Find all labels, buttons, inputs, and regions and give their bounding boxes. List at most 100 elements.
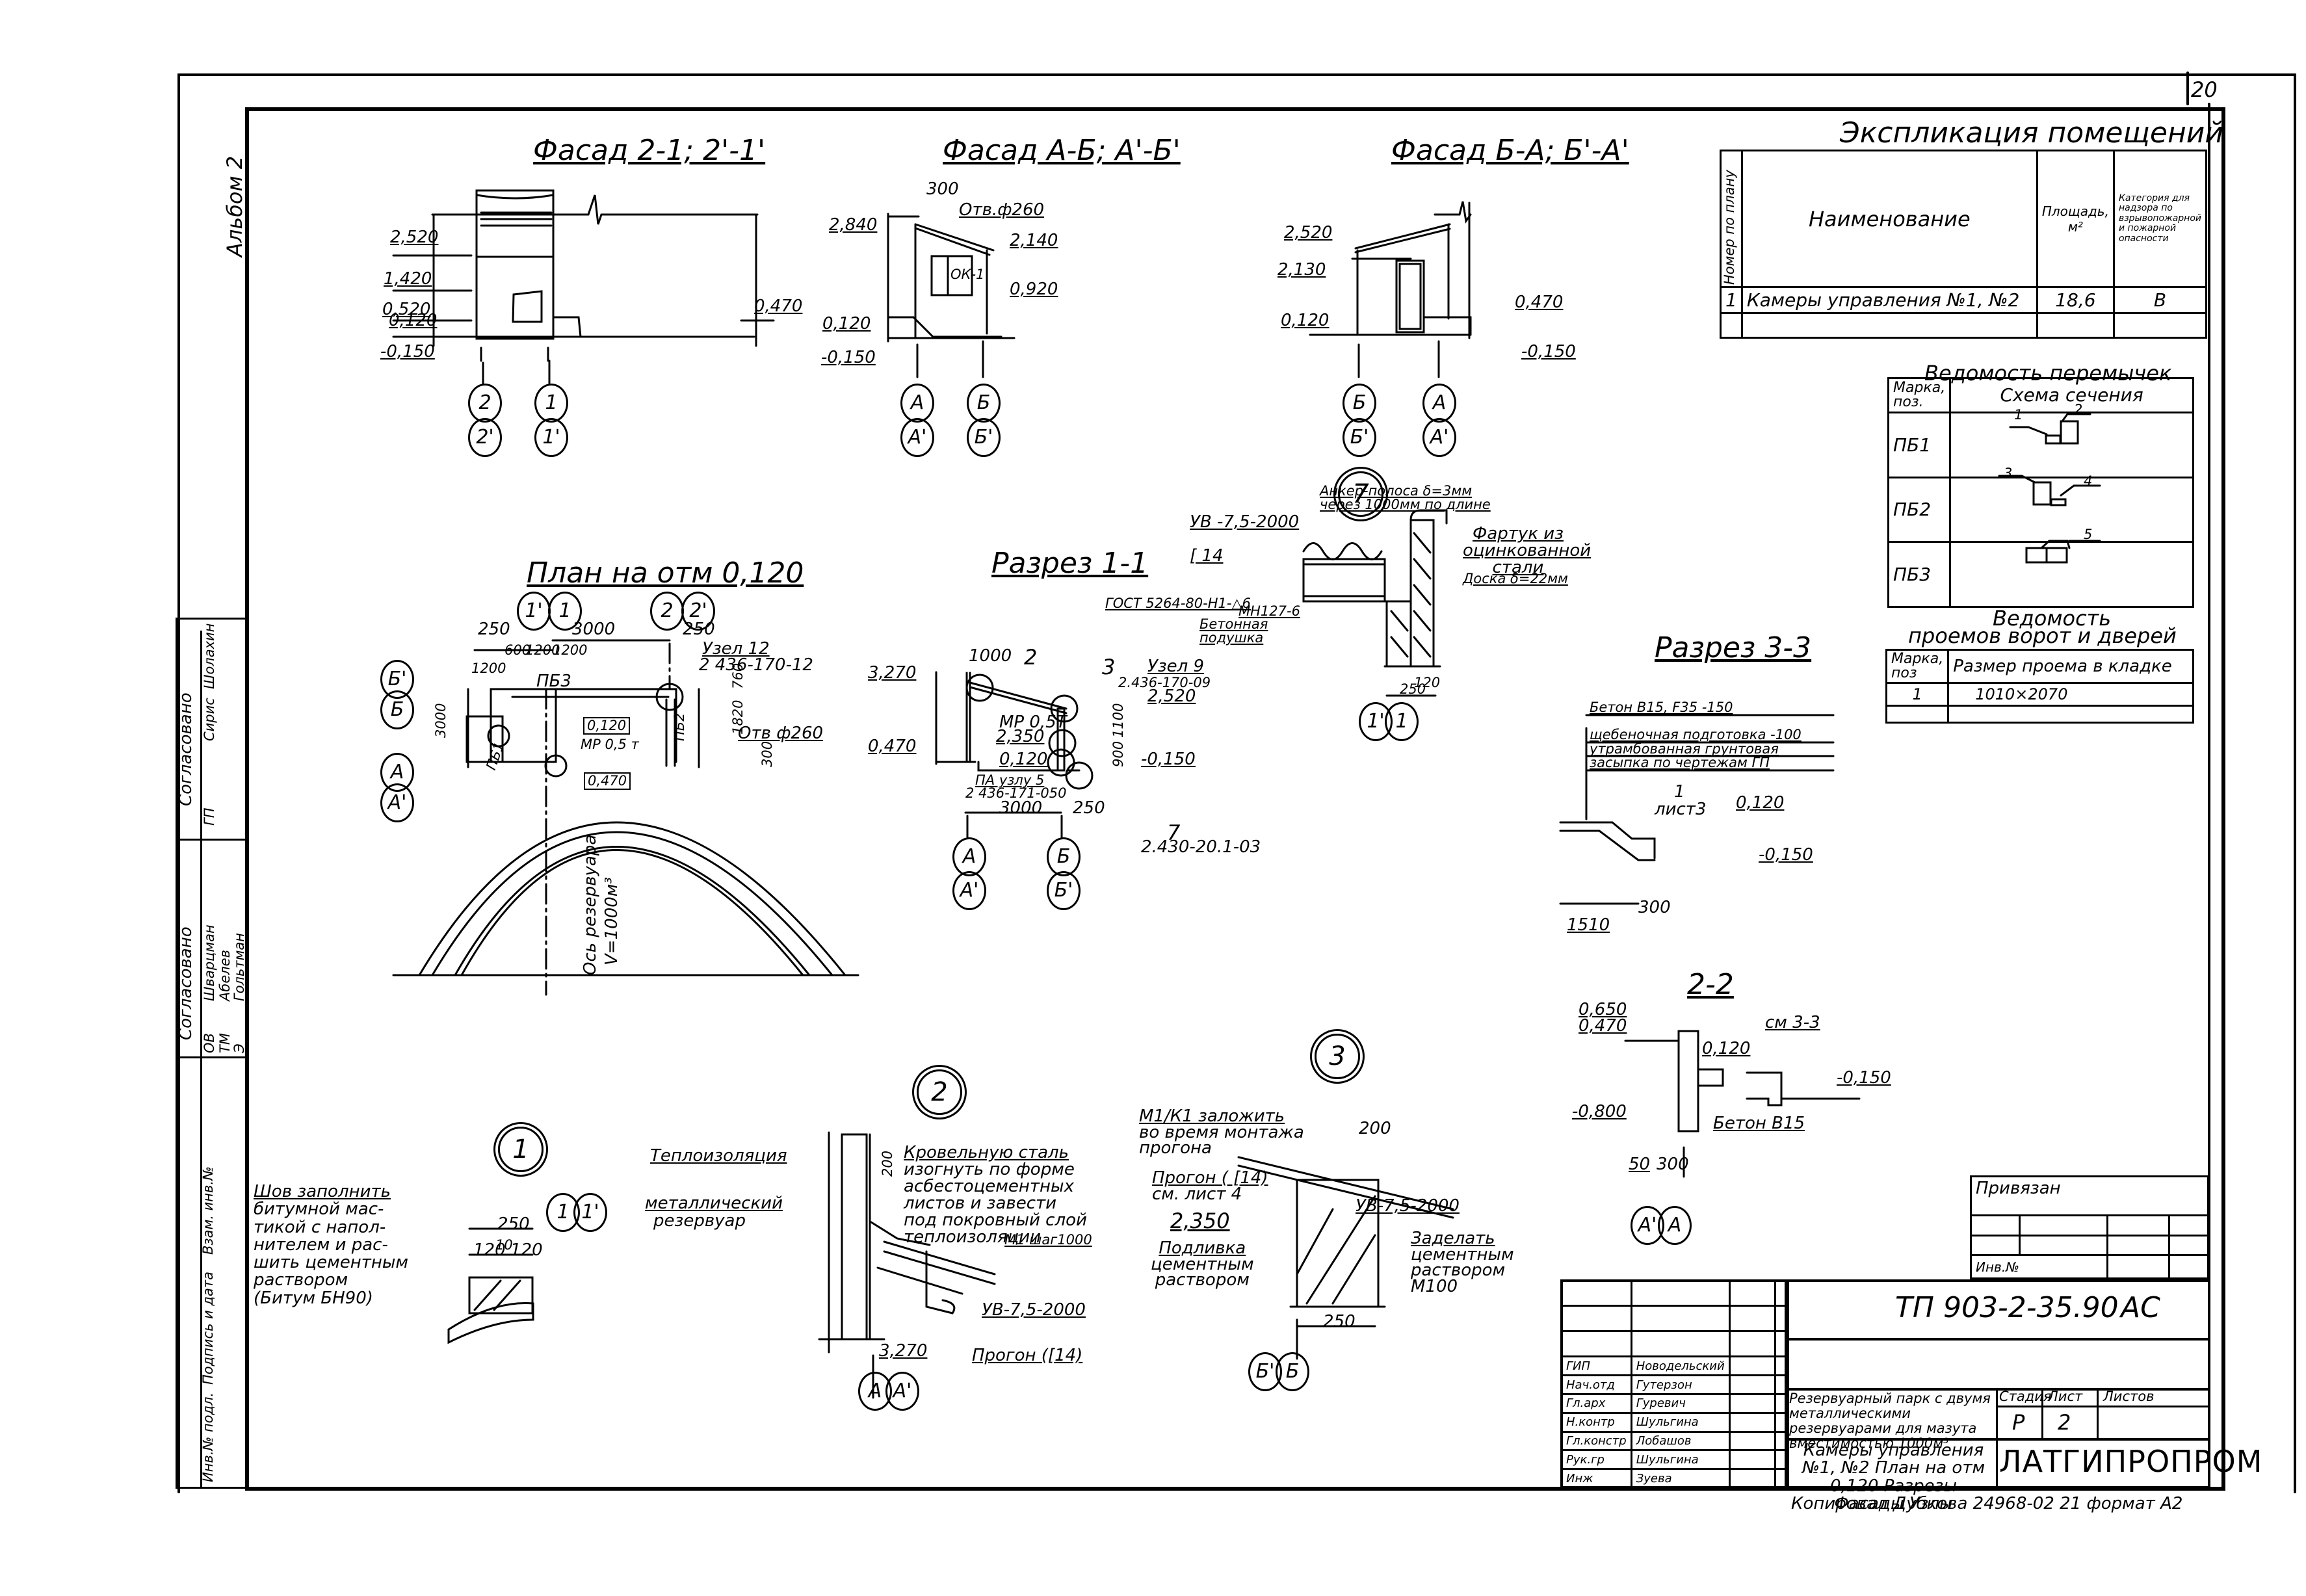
axis-bubble: 1 <box>548 592 582 631</box>
sheet-label: Лист <box>2048 1389 2083 1404</box>
node-number-bubble: 7 <box>1338 471 1383 517</box>
axis-bubble: Б <box>380 690 414 729</box>
cell-scheme <box>1949 476 2194 543</box>
table-row: ПБ1 <box>1887 411 2194 478</box>
level-mark: 2,520 <box>390 228 439 247</box>
level-mark: -0,150 <box>1521 342 1576 361</box>
lintels-table: Марка, поз. Схема сечения ПБ1 ПБ2 ПБ3 <box>1887 377 2194 608</box>
sheet-frame <box>179 73 2295 1492</box>
staff-role: Гл.арх <box>1560 1393 1632 1414</box>
inv-column: Подпись и дата <box>200 1272 216 1385</box>
dimension: 1200 <box>471 661 506 676</box>
inv-column: Инв.№ подл. <box>200 1392 216 1482</box>
node-3-drawing <box>1238 1157 1453 1359</box>
board-label: Доска δ=22мм <box>1463 571 1568 586</box>
note-line: Прогон ( [14) <box>1152 1168 1268 1188</box>
roof-sheet-label: УВ-7,5-2000 <box>1356 1196 1460 1216</box>
cell-mark: ПБ1 <box>1887 411 1952 478</box>
agreed-row: ТМ <box>217 1033 233 1053</box>
facade-2-1-drawing <box>393 190 774 384</box>
axis-bubble: 1 <box>534 384 568 423</box>
dimension: 3000 <box>999 798 1043 818</box>
agreed-row: Абелев <box>217 950 233 1001</box>
table-title: проемов ворот и дверей <box>1908 623 2177 648</box>
seal-note: Заделать цементным раствором М100 <box>1411 1230 1514 1295</box>
tb-divider <box>1787 1338 2210 1341</box>
note-line: асбестоцементных <box>904 1177 1074 1196</box>
dimension: 300 <box>759 740 775 767</box>
node-number-bubble: 3 <box>1315 1034 1360 1079</box>
header-cell: Схема сечения <box>1949 377 2194 413</box>
dimension: 200 <box>880 1150 895 1177</box>
cell-scheme <box>1949 541 2194 608</box>
axis-bubble: Б <box>1047 837 1081 876</box>
mr-label: МР 0,5 т <box>581 737 639 752</box>
level-mark: -0,150 <box>1837 1068 1891 1088</box>
dimension: 300 <box>926 179 959 199</box>
header-cell: Категория для надзора по взрывопожарной … <box>2112 150 2208 288</box>
agreed-row: Э <box>231 1043 247 1053</box>
pad-label: Бетонная подушка <box>1199 616 1268 646</box>
cell-num: 1 <box>1720 286 1743 314</box>
staff-role: ГИП <box>1560 1355 1632 1377</box>
mr-label: МР 0,5Т <box>999 713 1067 732</box>
note-line: тикой с напол- <box>254 1217 386 1237</box>
header-cell: Марка, поз. <box>1887 377 1952 413</box>
dimension: 600 <box>504 642 531 658</box>
tank-label: металлический <box>645 1194 783 1213</box>
level-mark: -0,150 <box>380 342 435 361</box>
axis-bubble: А' <box>900 418 934 457</box>
level-mark: 0,120 <box>1281 311 1330 330</box>
dimension: 120 <box>510 1240 543 1260</box>
dimension: 1820 <box>730 700 746 735</box>
tank-volume-label: V=1000м³ <box>602 877 622 965</box>
note-line: М1/К1 заложить <box>1139 1106 1285 1126</box>
view-title: Фасад 2-1; 2'-1' <box>533 134 766 167</box>
level-mark: -0,150 <box>1759 845 1813 865</box>
level-mark: 2,350 <box>996 727 1045 746</box>
level-mark: -0,800 <box>1572 1102 1627 1121</box>
table-row-empty <box>1885 705 2194 724</box>
node-5-label: ПА узлу 5 <box>975 772 1045 788</box>
node-number-bubble: 2 <box>917 1069 962 1115</box>
roof-sheet-label: УВ -7,5-2000 <box>1190 512 1300 532</box>
note-line: изогнуть по форме <box>904 1160 1075 1179</box>
level-mark: 3,270 <box>879 1341 928 1361</box>
view-title: План на отм 0,120 <box>527 556 804 590</box>
level-mark: 0,120 <box>583 717 631 735</box>
node-12-label: Узел 12 <box>702 639 770 659</box>
view-title: 2-2 <box>1687 968 1734 1001</box>
table-row: ПБ2 <box>1887 476 2194 543</box>
stamp-divider <box>200 631 202 1489</box>
cell-mark: ПБ2 <box>1887 476 1952 543</box>
table-row: 1 Камеры управления №1, №2 18,6 В <box>1720 286 2208 314</box>
axis-bubble: 1 <box>1385 702 1419 741</box>
dimension: 1200 <box>525 642 560 658</box>
note-line: теплоизоляции <box>904 1227 1042 1247</box>
staff-name: Шульгина <box>1630 1449 1731 1471</box>
drawing-title: Камеры управления №1, №2 План на отм 0,1… <box>1802 1441 1985 1513</box>
axis-bubble: 2' <box>681 592 715 631</box>
cell-name: Камеры управления №1, №2 <box>1740 286 2038 314</box>
level-mark: 0,920 <box>1010 280 1058 299</box>
note-line: Подливка <box>1159 1238 1246 1258</box>
channel-label: [ 14 <box>1190 546 1224 566</box>
callout-number: 2 <box>1024 645 1038 670</box>
album-label: Альбом 2 <box>222 155 247 257</box>
header-cell: Марка, поз <box>1885 649 1950 684</box>
scheme-callout: 5 <box>2084 527 2093 542</box>
axis-bubble: Б' <box>1047 871 1081 910</box>
node-9-label: Узел 9 <box>1147 657 1205 676</box>
table-title: Экспликация помещений <box>1840 116 2223 150</box>
agreed-row: Гольтман <box>231 932 247 1001</box>
staff-role: Гл.констр <box>1560 1430 1632 1452</box>
drawing-suffix: АС <box>2121 1291 2160 1324</box>
layer-label: щебеночная подготовка -100 <box>1590 727 1802 742</box>
purlin-label: Прогон ([14) <box>972 1346 1083 1365</box>
callout-number: 7 <box>1167 820 1181 845</box>
layer-label: Бетон В15, F35 -150 <box>1590 700 1733 715</box>
note-line: прогона <box>1139 1138 1212 1158</box>
openings-table: Марка, поз Размер проема в кладке 1 1010… <box>1885 649 2194 724</box>
tb-divider <box>1996 1388 1998 1489</box>
